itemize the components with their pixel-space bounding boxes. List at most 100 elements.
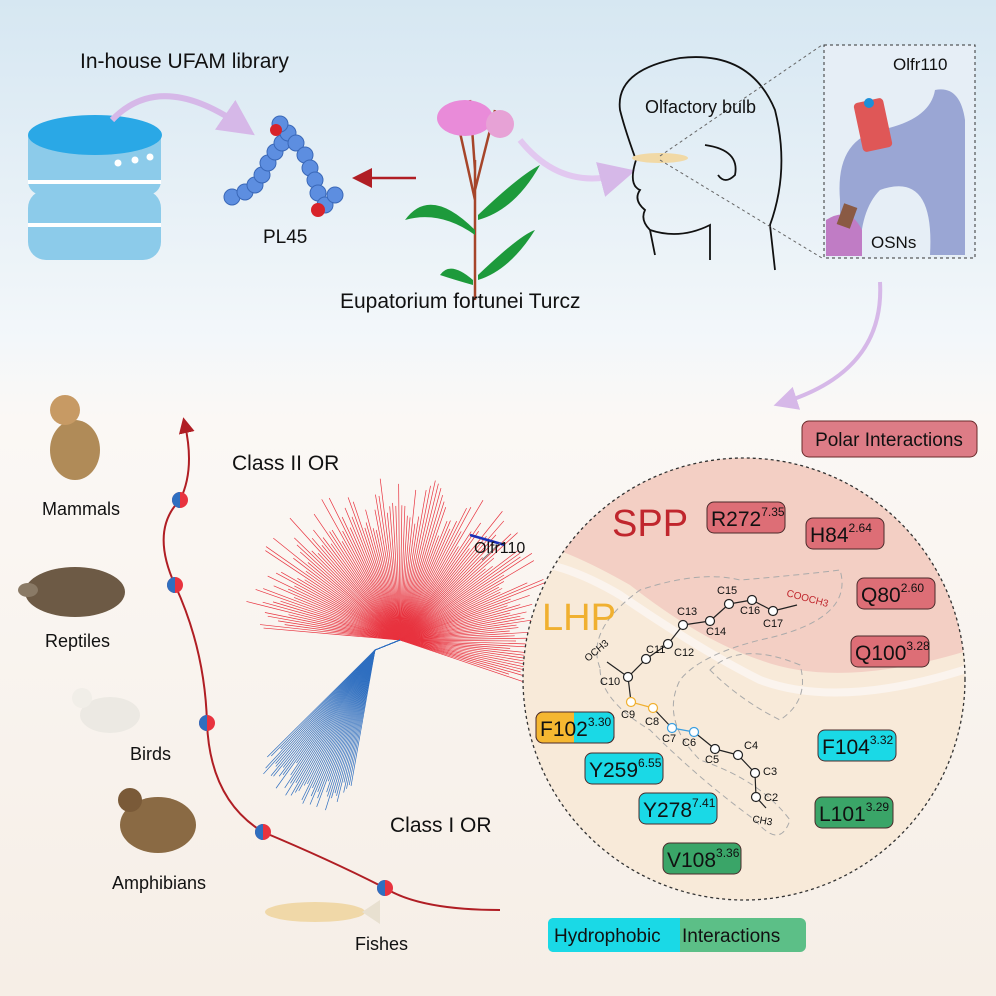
tree-branch-class2 (365, 509, 401, 641)
atom-c6 (688, 726, 700, 738)
tree-branch-class2 (265, 546, 401, 641)
receptor-label: Olfr110 (893, 55, 948, 74)
tree-branch-class2 (392, 502, 401, 641)
species-label-birds: Birds (130, 744, 171, 764)
tree-branch-class2 (347, 497, 401, 641)
tree-branch-class2 (399, 521, 457, 641)
atom-label: C6 (682, 737, 696, 749)
atom-label: C13 (677, 606, 697, 618)
tree-branch-class2 (395, 505, 401, 641)
atom-label: C14 (706, 626, 726, 638)
tree-branch-class2 (399, 533, 512, 641)
tree-branch-class2 (399, 523, 416, 641)
tree-branch-class2 (399, 480, 436, 641)
atom-c9 (625, 696, 637, 708)
arrow-library-to-compound (109, 93, 255, 136)
tree-branch-class2 (289, 517, 401, 641)
osn-label: OSNs (871, 233, 916, 252)
tree-branch-class2 (299, 551, 401, 641)
atom-c15 (723, 598, 735, 610)
tree-branch-class2 (284, 624, 401, 641)
tree-branch-class2 (399, 639, 542, 675)
tree-branch-class2 (399, 488, 442, 641)
neuron-membrane-icon (839, 89, 965, 255)
olfactory-bulb-label: Olfactory bulb (645, 97, 756, 117)
tree-branch-class2 (273, 537, 401, 641)
polar-interactions-legend: Polar Interactions (801, 420, 978, 458)
tree-branch-class2 (364, 527, 401, 641)
tree-branch-class2 (399, 639, 521, 673)
tree-branch-class2 (399, 494, 443, 641)
tree-branch-class2 (399, 485, 431, 641)
tree-branch-class2 (321, 499, 401, 641)
tree-branch-class2 (399, 528, 451, 641)
atom-c2 (750, 791, 762, 803)
tree-branch-class2 (399, 520, 505, 641)
atom-label: C2 (764, 792, 778, 804)
tree-branch-class2 (399, 598, 511, 641)
tree-branch-class2 (399, 507, 467, 641)
atom-label: C17 (763, 618, 783, 630)
tree-branch-class2 (311, 550, 401, 641)
hydrophobic-legend-label: Hydrophobic (554, 926, 661, 947)
tree-branch-class2 (296, 544, 401, 641)
class1-label: Class I OR (390, 814, 492, 837)
tree-branch-class2 (280, 600, 401, 641)
tree-branch-class2 (352, 501, 401, 641)
tree-branch-class2 (399, 595, 530, 641)
tree-branch-class2 (262, 601, 401, 641)
tree-branch-class2 (399, 507, 472, 641)
tree-branch-class2 (275, 572, 401, 641)
tree-branch-class2 (399, 541, 495, 641)
tree-branch-class2 (328, 497, 401, 641)
atom-label: C15 (717, 585, 737, 597)
osn-receptor-icon (836, 203, 858, 229)
svg-text:V1083.36: V1083.36 (667, 846, 740, 872)
tree-branch-class2 (321, 545, 401, 641)
tree-branch-class2 (399, 582, 528, 641)
tree-branch-class2 (379, 478, 401, 641)
residue-v108: V1083.36 (662, 842, 742, 875)
tree-branch-class2 (399, 574, 505, 641)
tree-branch-class2 (399, 627, 519, 641)
tree-branch-class2 (399, 515, 408, 641)
tree-branch-class2 (399, 507, 447, 641)
tree-branch-class2 (278, 620, 401, 641)
evolution-node-icon (199, 715, 215, 731)
tree-branch-class2 (399, 535, 487, 641)
atom-c5 (709, 743, 721, 755)
svg-text:F1023.30: F1023.30 (540, 715, 612, 741)
tree-branch-class2 (313, 513, 401, 641)
database-icon (28, 115, 162, 260)
olfr110-receptor-icon (853, 98, 893, 152)
tree-branch-class2 (399, 624, 517, 641)
human-head-outline-icon (618, 44, 823, 271)
tree-branch-class2 (399, 581, 505, 641)
tree-branch-class2 (399, 532, 518, 641)
atom-c10 (622, 671, 634, 683)
tree-branch-class2 (399, 611, 527, 641)
residue-h84: H842.64 (805, 517, 885, 550)
atom-c13 (677, 619, 689, 631)
tree-branch-class2 (399, 639, 516, 642)
tree-branch-class2 (246, 601, 401, 641)
tree-branch-class2 (399, 531, 480, 641)
tree-branch-class2 (263, 627, 401, 641)
arrow-receptor-to-pocket (773, 281, 883, 410)
tree-branch-class2 (341, 516, 401, 641)
species-label-mammals: Mammals (42, 499, 120, 519)
pl45-molecule-icon (223, 115, 344, 217)
tree-branch-class2 (399, 557, 483, 641)
spp-region (523, 458, 965, 673)
tree-branch-class2 (399, 557, 495, 641)
plant-label: Eupatorium fortunei Turcz (340, 290, 580, 313)
tree-branch-class2 (313, 529, 401, 641)
tree-branch-class2 (399, 516, 420, 641)
tree-branch-class2 (398, 483, 401, 641)
svg-text:L1013.29: L1013.29 (819, 800, 889, 826)
tree-branch-class2 (264, 612, 401, 641)
tree-branch-class2 (375, 494, 401, 641)
tree-branch-class2 (344, 507, 401, 641)
